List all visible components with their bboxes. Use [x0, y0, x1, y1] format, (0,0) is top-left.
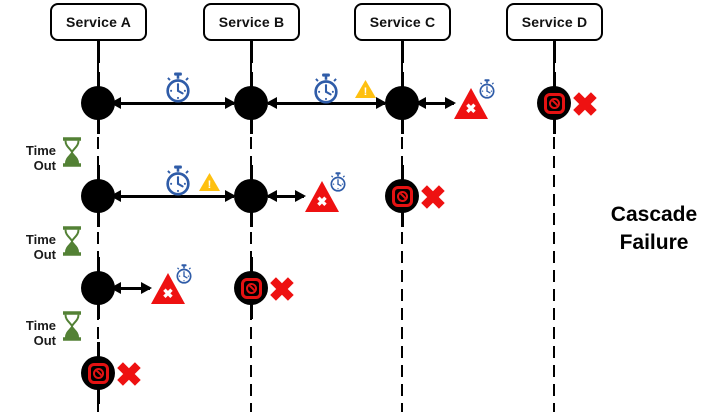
warning-exclaim: ! [207, 178, 212, 191]
service-d-box: Service D [506, 3, 603, 41]
prohibition-icon [548, 97, 560, 109]
service-a-box: Service A [50, 3, 147, 41]
failed-call-arrow-b [266, 190, 306, 202]
timeout-label-3: Time Out [25, 318, 56, 348]
event-node-a1 [81, 86, 115, 120]
error-cross: ✖ [162, 286, 174, 301]
prohibition-icon [245, 282, 257, 294]
event-node-b1 [234, 86, 268, 120]
caption-line-2: Failure [619, 231, 689, 254]
blocked-icon [543, 92, 565, 114]
box-stem [96, 41, 100, 63]
failed-call-arrow-c [415, 97, 456, 109]
warning-icon: ! [199, 173, 220, 191]
service-a-label: Service A [65, 14, 132, 30]
prohibition-icon [92, 367, 104, 379]
error-cross: ✖ [465, 101, 477, 116]
box-stem [249, 41, 253, 63]
failed-node-c [385, 179, 419, 213]
timeout-label-2: Time Out [25, 232, 56, 262]
box-stem [552, 41, 556, 63]
failed-node-d [537, 86, 571, 120]
failure-x-icon: ✖ [268, 270, 296, 308]
stopwatch-icon [312, 73, 340, 104]
hourglass-icon [60, 137, 84, 167]
hourglass-icon [60, 311, 84, 341]
stopwatch-icon-small [175, 264, 193, 284]
service-b-box: Service B [203, 3, 300, 41]
call-arrow-a-b [110, 97, 236, 109]
failed-call-arrow-a [110, 282, 152, 294]
failed-node-b [234, 271, 268, 305]
caption-line-1: Cascade [610, 203, 698, 226]
lifeline-service-d [552, 42, 556, 412]
failed-node-a [81, 356, 115, 390]
lifeline-service-c [400, 42, 404, 412]
stopwatch-icon [164, 72, 192, 103]
service-c-label: Service C [369, 14, 436, 30]
lifeline-service-a [96, 42, 100, 412]
event-node-c1 [385, 86, 419, 120]
prohibition-icon [396, 190, 408, 202]
event-node-b2 [234, 179, 268, 213]
blocked-icon [240, 277, 262, 299]
stopwatch-icon [164, 165, 192, 196]
stopwatch-icon-small [478, 79, 496, 99]
service-b-label: Service B [218, 14, 285, 30]
event-node-a3 [81, 271, 115, 305]
warning-icon: ! [355, 80, 376, 98]
cascade-failure-caption: Cascade Failure [598, 201, 710, 257]
stopwatch-icon-small [329, 172, 347, 192]
warning-exclaim: ! [363, 85, 368, 98]
failure-x-icon: ✖ [419, 178, 447, 216]
error-cross: ✖ [316, 194, 328, 209]
call-arrow-a-b [110, 190, 236, 202]
service-d-label: Service D [521, 14, 588, 30]
event-node-a2 [81, 179, 115, 213]
failure-x-icon: ✖ [115, 355, 143, 393]
failure-x-icon: ✖ [571, 85, 599, 123]
hourglass-icon [60, 226, 84, 256]
blocked-icon [87, 362, 109, 384]
timeout-label-1: Time Out [25, 143, 56, 173]
lifeline-service-b [249, 42, 253, 412]
blocked-icon [391, 185, 413, 207]
box-stem [400, 41, 404, 63]
service-c-box: Service C [354, 3, 451, 41]
